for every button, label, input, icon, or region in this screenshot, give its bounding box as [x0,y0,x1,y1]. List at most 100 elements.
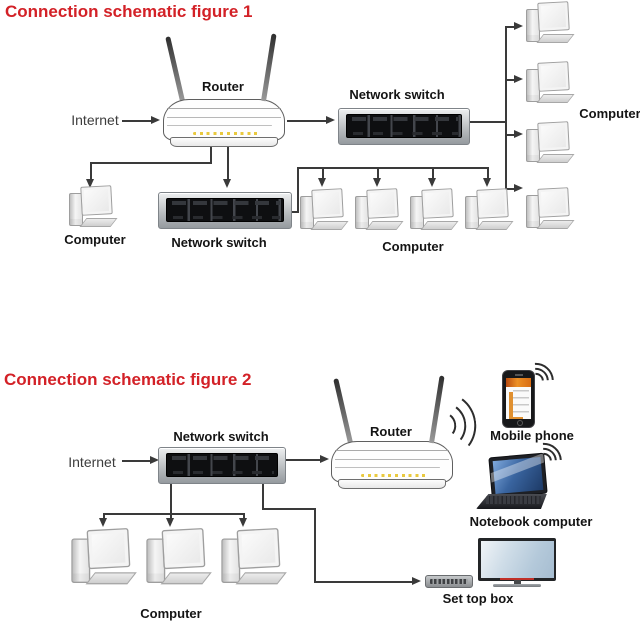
computer-monitor [366,188,399,219]
arrowhead-right [151,116,160,124]
router-label: Router [202,79,244,94]
internet-label: Internet [71,112,119,128]
arrowhead-down [166,518,174,527]
router-label: Router [370,424,412,439]
computer-monitor [161,527,206,570]
notebook-computer-label: Notebook computer [469,514,593,529]
computer-monitor [537,121,570,152]
connector-line [297,167,299,213]
computer-monitor [80,185,113,216]
computer-monitor [311,188,344,219]
computer-monitor [537,61,570,92]
arrowhead-right [320,455,329,463]
router-body [331,441,453,483]
computer-icon [525,61,573,106]
computer-monitor [236,527,281,570]
arrowhead-down [223,179,231,188]
computer-icon [525,121,573,166]
connector-line [507,79,515,81]
arrowhead-down [239,518,247,527]
connector-line [314,508,316,583]
switch-ports [166,453,278,477]
router-icon [163,33,285,147]
tv-stand [493,580,541,587]
notebook-computer-icon [476,452,552,509]
connector-line [103,513,245,515]
mobile-phone-label: Mobile phone [490,428,574,443]
connector-line [210,146,212,164]
connector-line [90,162,212,164]
computer-icon [68,185,116,230]
computer-monitor [421,188,454,219]
connector-line [297,167,489,169]
network-switch-icon [158,192,292,229]
connector-line [505,26,507,190]
arrowhead-right [514,22,523,30]
computer-icon [220,527,285,588]
connector-line [262,482,264,509]
computer-monitor [476,188,509,219]
connector-line [487,169,489,179]
router-base [170,137,278,147]
arrowhead-down [428,178,436,187]
network-switch-label: Network switch [349,87,445,102]
computer-icon [70,527,135,588]
computer-label: Computer [64,232,126,247]
connector-line [170,515,172,519]
connector-line [314,581,413,583]
arrowhead-right [412,577,421,585]
arrowhead-right [150,456,159,464]
connector-line [286,459,322,461]
figure2-title: Connection schematic figure 2 [4,370,252,389]
computer-icon [299,188,347,233]
switch-ports [346,114,462,138]
connector-line [227,146,229,180]
computer-icon [464,188,512,233]
tv-screen [478,538,556,581]
router-body [163,99,285,141]
computer-icon [409,188,457,233]
computer-monitor [537,1,570,32]
connector-line [469,121,507,123]
connector-line [322,169,324,179]
connector-line [122,460,152,462]
computer-label: Computer [140,606,202,621]
set-top-box-label: Set top box [442,591,514,606]
connector-line [507,26,515,28]
arrowhead-down [318,178,326,187]
figure1-title: Connection schematic figure 1 [5,2,253,21]
network-switch-icon [158,447,286,484]
mobile-phone-icon [503,371,534,427]
arrowhead-down [373,178,381,187]
connector-line [287,120,327,122]
network-switch-label: Network switch [171,235,267,250]
switch-ports [166,198,284,222]
router-icon [331,375,453,489]
computer-monitor [537,187,570,218]
arrowhead-down [483,178,491,187]
connector-line [432,169,434,179]
connector-line [243,515,245,519]
arrowhead-right [514,184,523,192]
arrowhead-right [326,116,335,124]
tv-icon [478,538,556,588]
network-switch-label: Network switch [173,429,269,444]
set-top-box-icon [425,575,473,588]
connector-line [290,211,299,213]
phone-screen [506,378,531,419]
connector-line [377,169,379,179]
computer-label: Computer [579,106,640,121]
arrowhead-down [86,179,94,188]
connector-line [170,482,172,514]
internet-label: Internet [68,454,116,470]
laptop-base [476,494,547,509]
computer-monitor [86,527,131,570]
router-base [338,479,446,489]
arrowhead-right [514,130,523,138]
connector-line [90,164,92,180]
connector-line [507,134,515,136]
arrowhead-down [99,518,107,527]
connector-line [103,515,105,519]
computer-icon [525,1,573,46]
